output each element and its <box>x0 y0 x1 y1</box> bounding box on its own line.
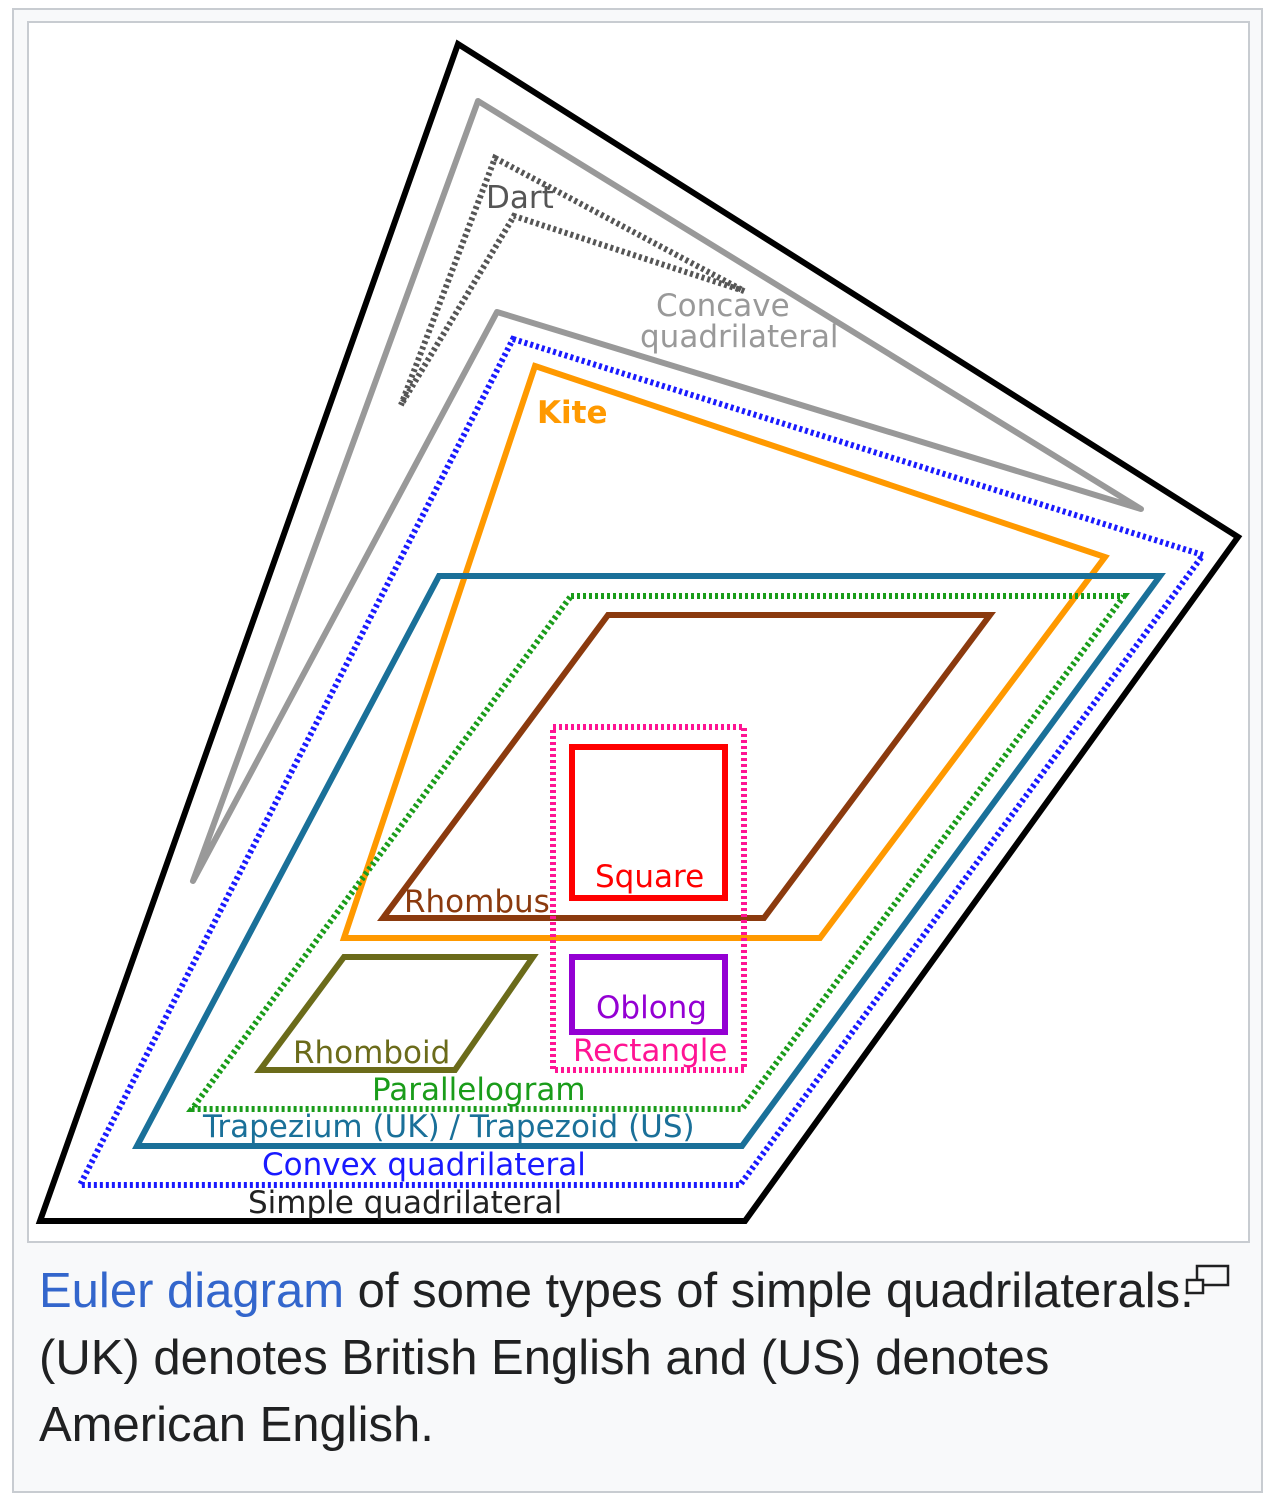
simple-quadrilateral-shape <box>35 39 1243 1224</box>
euler-diagram[interactable]: Dart Concave quadrilateral Kite Rhombus … <box>0 0 1277 1250</box>
label-rhombus: Rhombus <box>404 884 550 920</box>
rhombus-shape <box>377 612 996 921</box>
label-dart: Dart <box>486 180 554 216</box>
label-simple: Simple quadrilateral <box>248 1185 562 1221</box>
kite-shape <box>339 362 1110 941</box>
label-kite: Kite <box>537 395 608 431</box>
convex-quadrilateral-shape <box>75 335 1208 1188</box>
trapezium-shape <box>132 573 1166 1149</box>
label-convex: Convex quadrilateral <box>262 1147 586 1183</box>
square-shape <box>569 744 728 901</box>
rectangle-shape <box>550 724 747 1073</box>
label-parallelogram: Parallelogram <box>372 1072 586 1108</box>
label-rectangle: Rectangle <box>573 1033 727 1069</box>
magnify-icon[interactable] <box>1184 1263 1232 1299</box>
parallelogram-shape <box>186 593 1130 1112</box>
label-oblong: Oblong <box>596 990 707 1026</box>
label-concave-line2: quadrilateral <box>640 319 839 355</box>
caption: Euler diagram of some types of simple qu… <box>39 1258 1239 1459</box>
concave-quadrilateral-shape <box>190 98 1144 884</box>
euler-diagram-link[interactable]: Euler diagram <box>39 1264 345 1318</box>
rhomboid-shape <box>254 954 539 1073</box>
oblong-shape <box>569 954 728 1035</box>
dart-shape <box>398 153 746 407</box>
label-trapezium: Trapezium (UK) / Trapezoid (US) <box>202 1109 695 1145</box>
label-square: Square <box>595 859 704 895</box>
label-rhomboid: Rhomboid <box>293 1035 450 1071</box>
caption-text: of some types of simple quadrilaterals. … <box>39 1264 1194 1452</box>
label-concave-line1: Concave <box>656 288 790 324</box>
